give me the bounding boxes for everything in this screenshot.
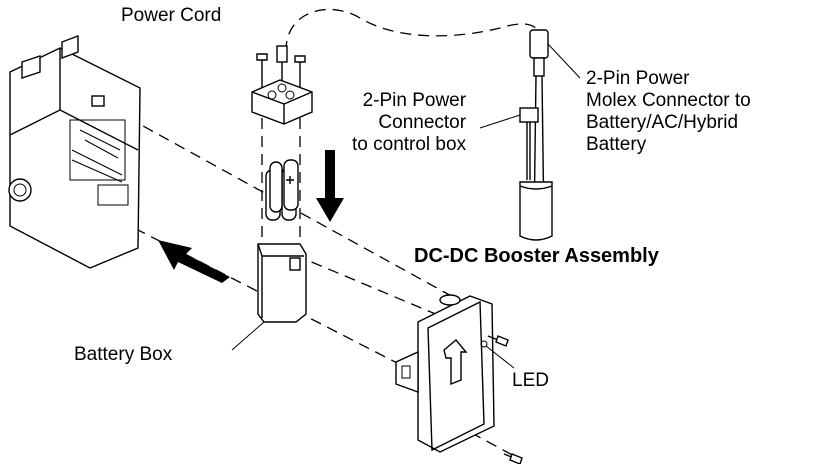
battery-cells	[265, 159, 299, 221]
battery-box-part	[257, 243, 307, 323]
assembly-title: DC-DC Booster Assembly	[414, 245, 659, 267]
leader-led	[485, 345, 515, 369]
power-connector-label: 2-Pin Power Connector to control box	[352, 90, 467, 155]
leader-battery-box	[231, 321, 265, 351]
booster-board	[395, 294, 495, 453]
control-box	[8, 34, 141, 269]
board-screws	[487, 335, 523, 464]
power-cord-label: Power Cord	[121, 5, 222, 26]
down-arrow	[316, 150, 344, 222]
molex-connector-label: 2-Pin Power Molex Connector to Battery/A…	[586, 68, 751, 155]
leader-power-pin	[479, 114, 521, 129]
battery-cap	[251, 79, 313, 125]
led-label: LED	[512, 370, 549, 391]
left-arrow	[158, 240, 230, 283]
guide-line-screw-bottom	[454, 423, 517, 458]
leader-molex	[547, 43, 581, 79]
battery-box-label: Battery Box	[74, 344, 173, 365]
cap-screws	[256, 45, 306, 95]
connector-cable	[519, 29, 553, 241]
power-cord-dashed-path	[285, 8, 541, 53]
